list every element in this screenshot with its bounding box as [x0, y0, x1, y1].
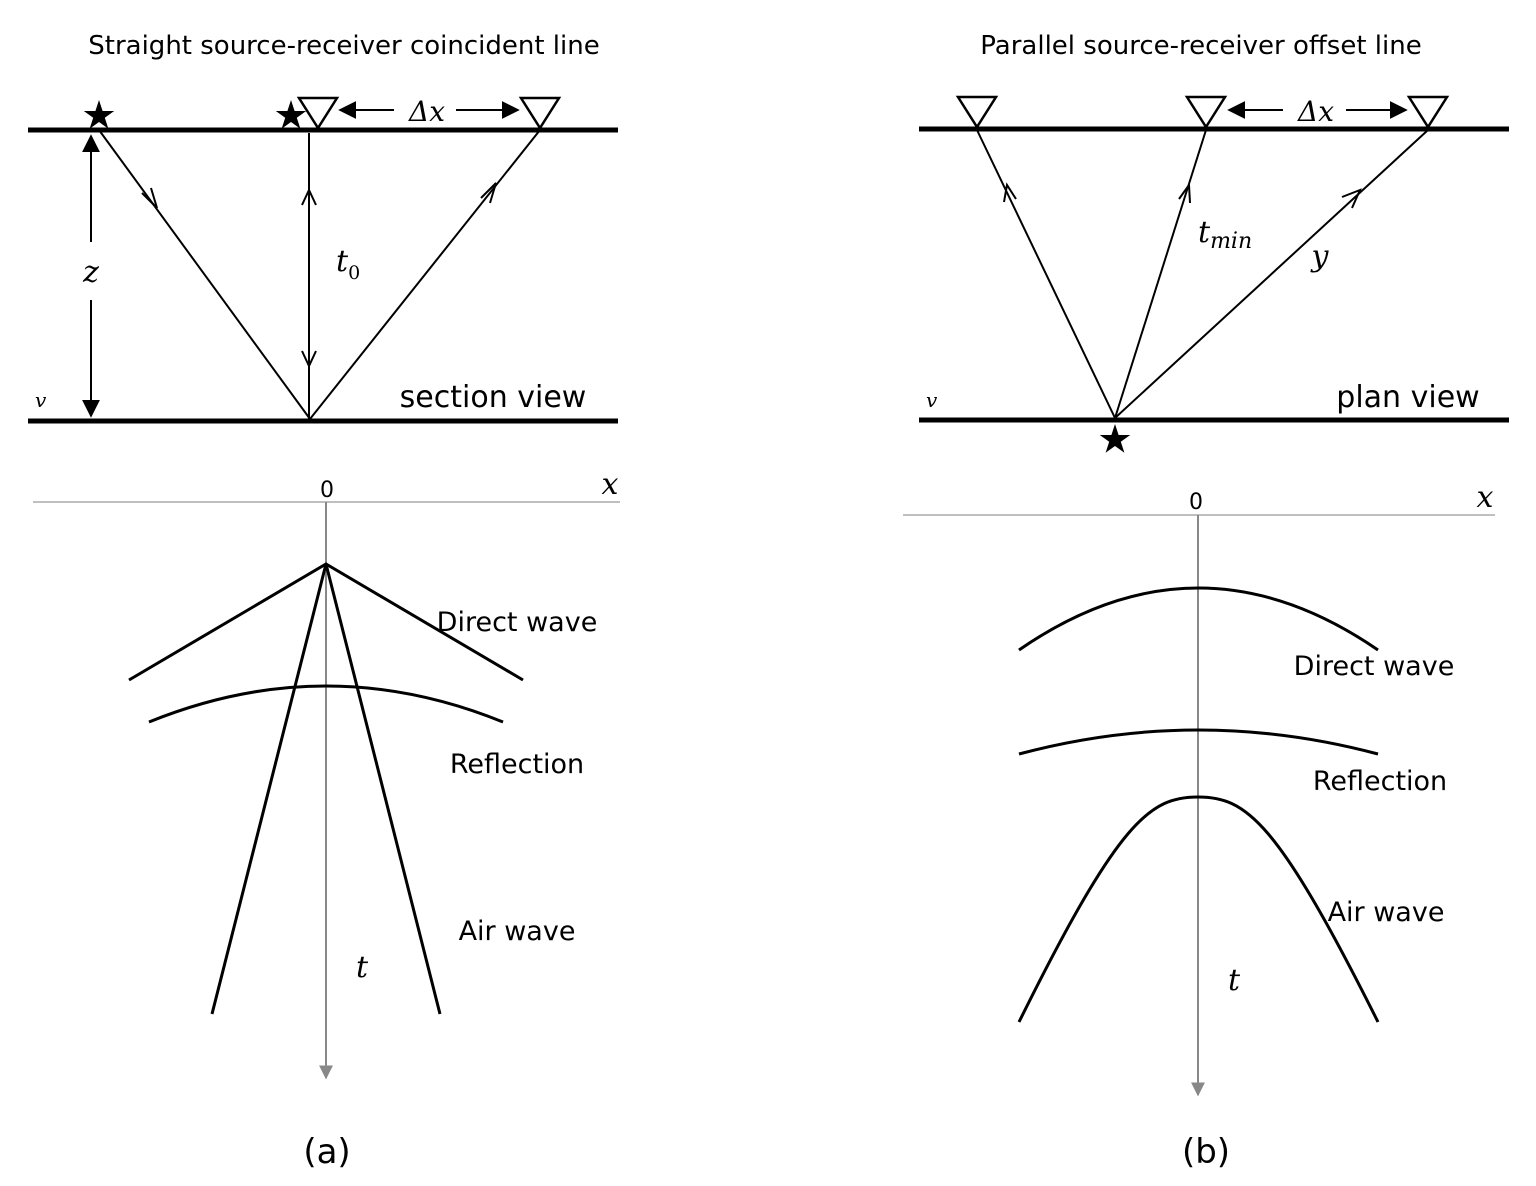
- air-wave-curve-a: [210, 563, 442, 1015]
- receiver-triangle-a1: [296, 96, 340, 131]
- source-star-a2: [275, 100, 307, 129]
- panel-b-title: Parallel source-receiver offset line: [980, 31, 1421, 61]
- ray-arrowhead-a2: [480, 182, 497, 204]
- velocity-label-a: v: [35, 388, 47, 412]
- ray-arrowhead-b1: [1003, 182, 1017, 203]
- direct-wave-label-b: Direct wave: [1294, 651, 1455, 682]
- air-wave-label-a: Air wave: [459, 916, 576, 947]
- t0-label: t0: [336, 244, 360, 284]
- dx-label-a: Δx: [408, 95, 445, 128]
- source-star-b: [1099, 424, 1131, 453]
- ray-arrowhead-b2: [1178, 182, 1191, 204]
- y-label: y: [1310, 239, 1330, 274]
- axis-x-label-b: x: [1477, 480, 1494, 515]
- source-star-a1: [83, 100, 115, 129]
- reflection-curve-b: [1018, 728, 1379, 756]
- panel-a: Straight source-receiver coincident line…: [28, 31, 620, 1172]
- receiver-triangle-b2: [1184, 95, 1228, 130]
- air-wave-label-b: Air wave: [1328, 897, 1445, 928]
- axis-t-label-a: t: [356, 950, 369, 985]
- z-label: z: [82, 255, 99, 290]
- ray-arrowhead-b3: [1341, 188, 1362, 209]
- ray-arrowhead-a1: [141, 187, 158, 209]
- ray-arrowhead-a4: [301, 350, 317, 369]
- axis-t-label-b: t: [1228, 963, 1241, 998]
- ray-reflected-a: [309, 129, 541, 420]
- plan-view-label: plan view: [1336, 380, 1479, 415]
- caption-a: (a): [303, 1132, 350, 1172]
- receiver-triangle-b3: [1406, 95, 1450, 130]
- receiver-triangle-b1: [955, 95, 999, 130]
- ray-center-b: [1114, 129, 1207, 419]
- ray-left-b: [976, 129, 1116, 419]
- reflection-curve-a: [148, 684, 504, 724]
- axis-zero-a: 0: [320, 478, 334, 503]
- dx-label-b: Δx: [1297, 95, 1334, 128]
- axis-x-label-a: x: [602, 467, 619, 502]
- velocity-label-b: v: [926, 388, 938, 412]
- ray-arrowhead-a3: [301, 187, 317, 206]
- panel-a-title: Straight source-receiver coincident line: [88, 31, 599, 61]
- caption-b: (b): [1182, 1132, 1230, 1172]
- reflection-label-b: Reflection: [1313, 766, 1447, 797]
- air-wave-curve-b: [1017, 795, 1380, 1023]
- tmin-label: tmin: [1198, 215, 1252, 254]
- reflection-label-a: Reflection: [450, 749, 584, 780]
- section-view-label: section view: [400, 380, 587, 415]
- ray-incident-a: [98, 129, 311, 420]
- panel-b: Parallel source-receiver offset line Δx …: [903, 31, 1509, 1172]
- receiver-triangle-a2: [518, 96, 562, 131]
- ray-right-b: [1114, 129, 1429, 419]
- direct-wave-curve-b: [1018, 586, 1379, 652]
- direct-wave-label-a: Direct wave: [437, 607, 598, 638]
- axis-zero-b: 0: [1189, 490, 1203, 515]
